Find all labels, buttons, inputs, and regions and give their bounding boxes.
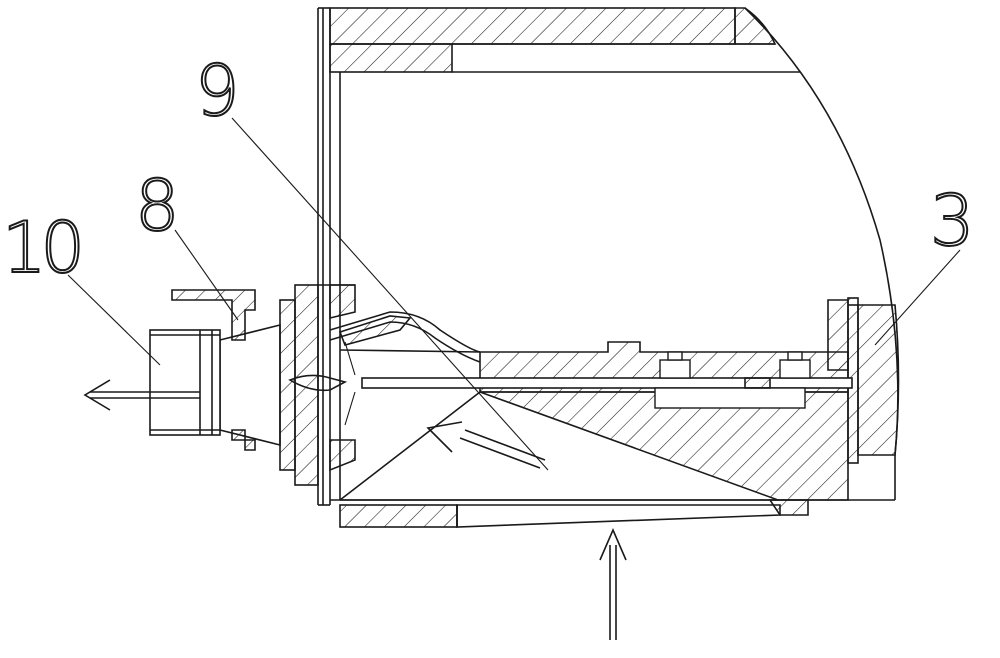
internal-flow-arrow — [426, 421, 546, 469]
venturi-nozzle — [288, 311, 481, 501]
label-part-8: 8 — [135, 165, 174, 247]
pipe-clamp — [171, 289, 256, 451]
leader-9 — [231, 117, 549, 471]
outer-shell — [744, 7, 900, 464]
bolt-left — [659, 351, 691, 379]
leader-8 — [174, 229, 239, 321]
outlet-pipe — [149, 323, 281, 447]
shaft-assembly — [361, 351, 853, 409]
leader-10 — [67, 274, 161, 366]
leader-3 — [874, 249, 961, 346]
housing-top-wall — [329, 7, 800, 73]
bolt-right — [779, 351, 811, 379]
leader-lines — [67, 117, 961, 471]
label-part-9: 9 — [195, 50, 234, 132]
outlet-flow-arrow — [83, 379, 200, 411]
housing-left-wall — [317, 7, 341, 505]
inlet-flow-arrow — [599, 527, 627, 640]
label-part-3: 3 — [930, 180, 969, 262]
label-part-10: 10 — [2, 207, 80, 289]
nozzle-flange — [279, 284, 356, 486]
